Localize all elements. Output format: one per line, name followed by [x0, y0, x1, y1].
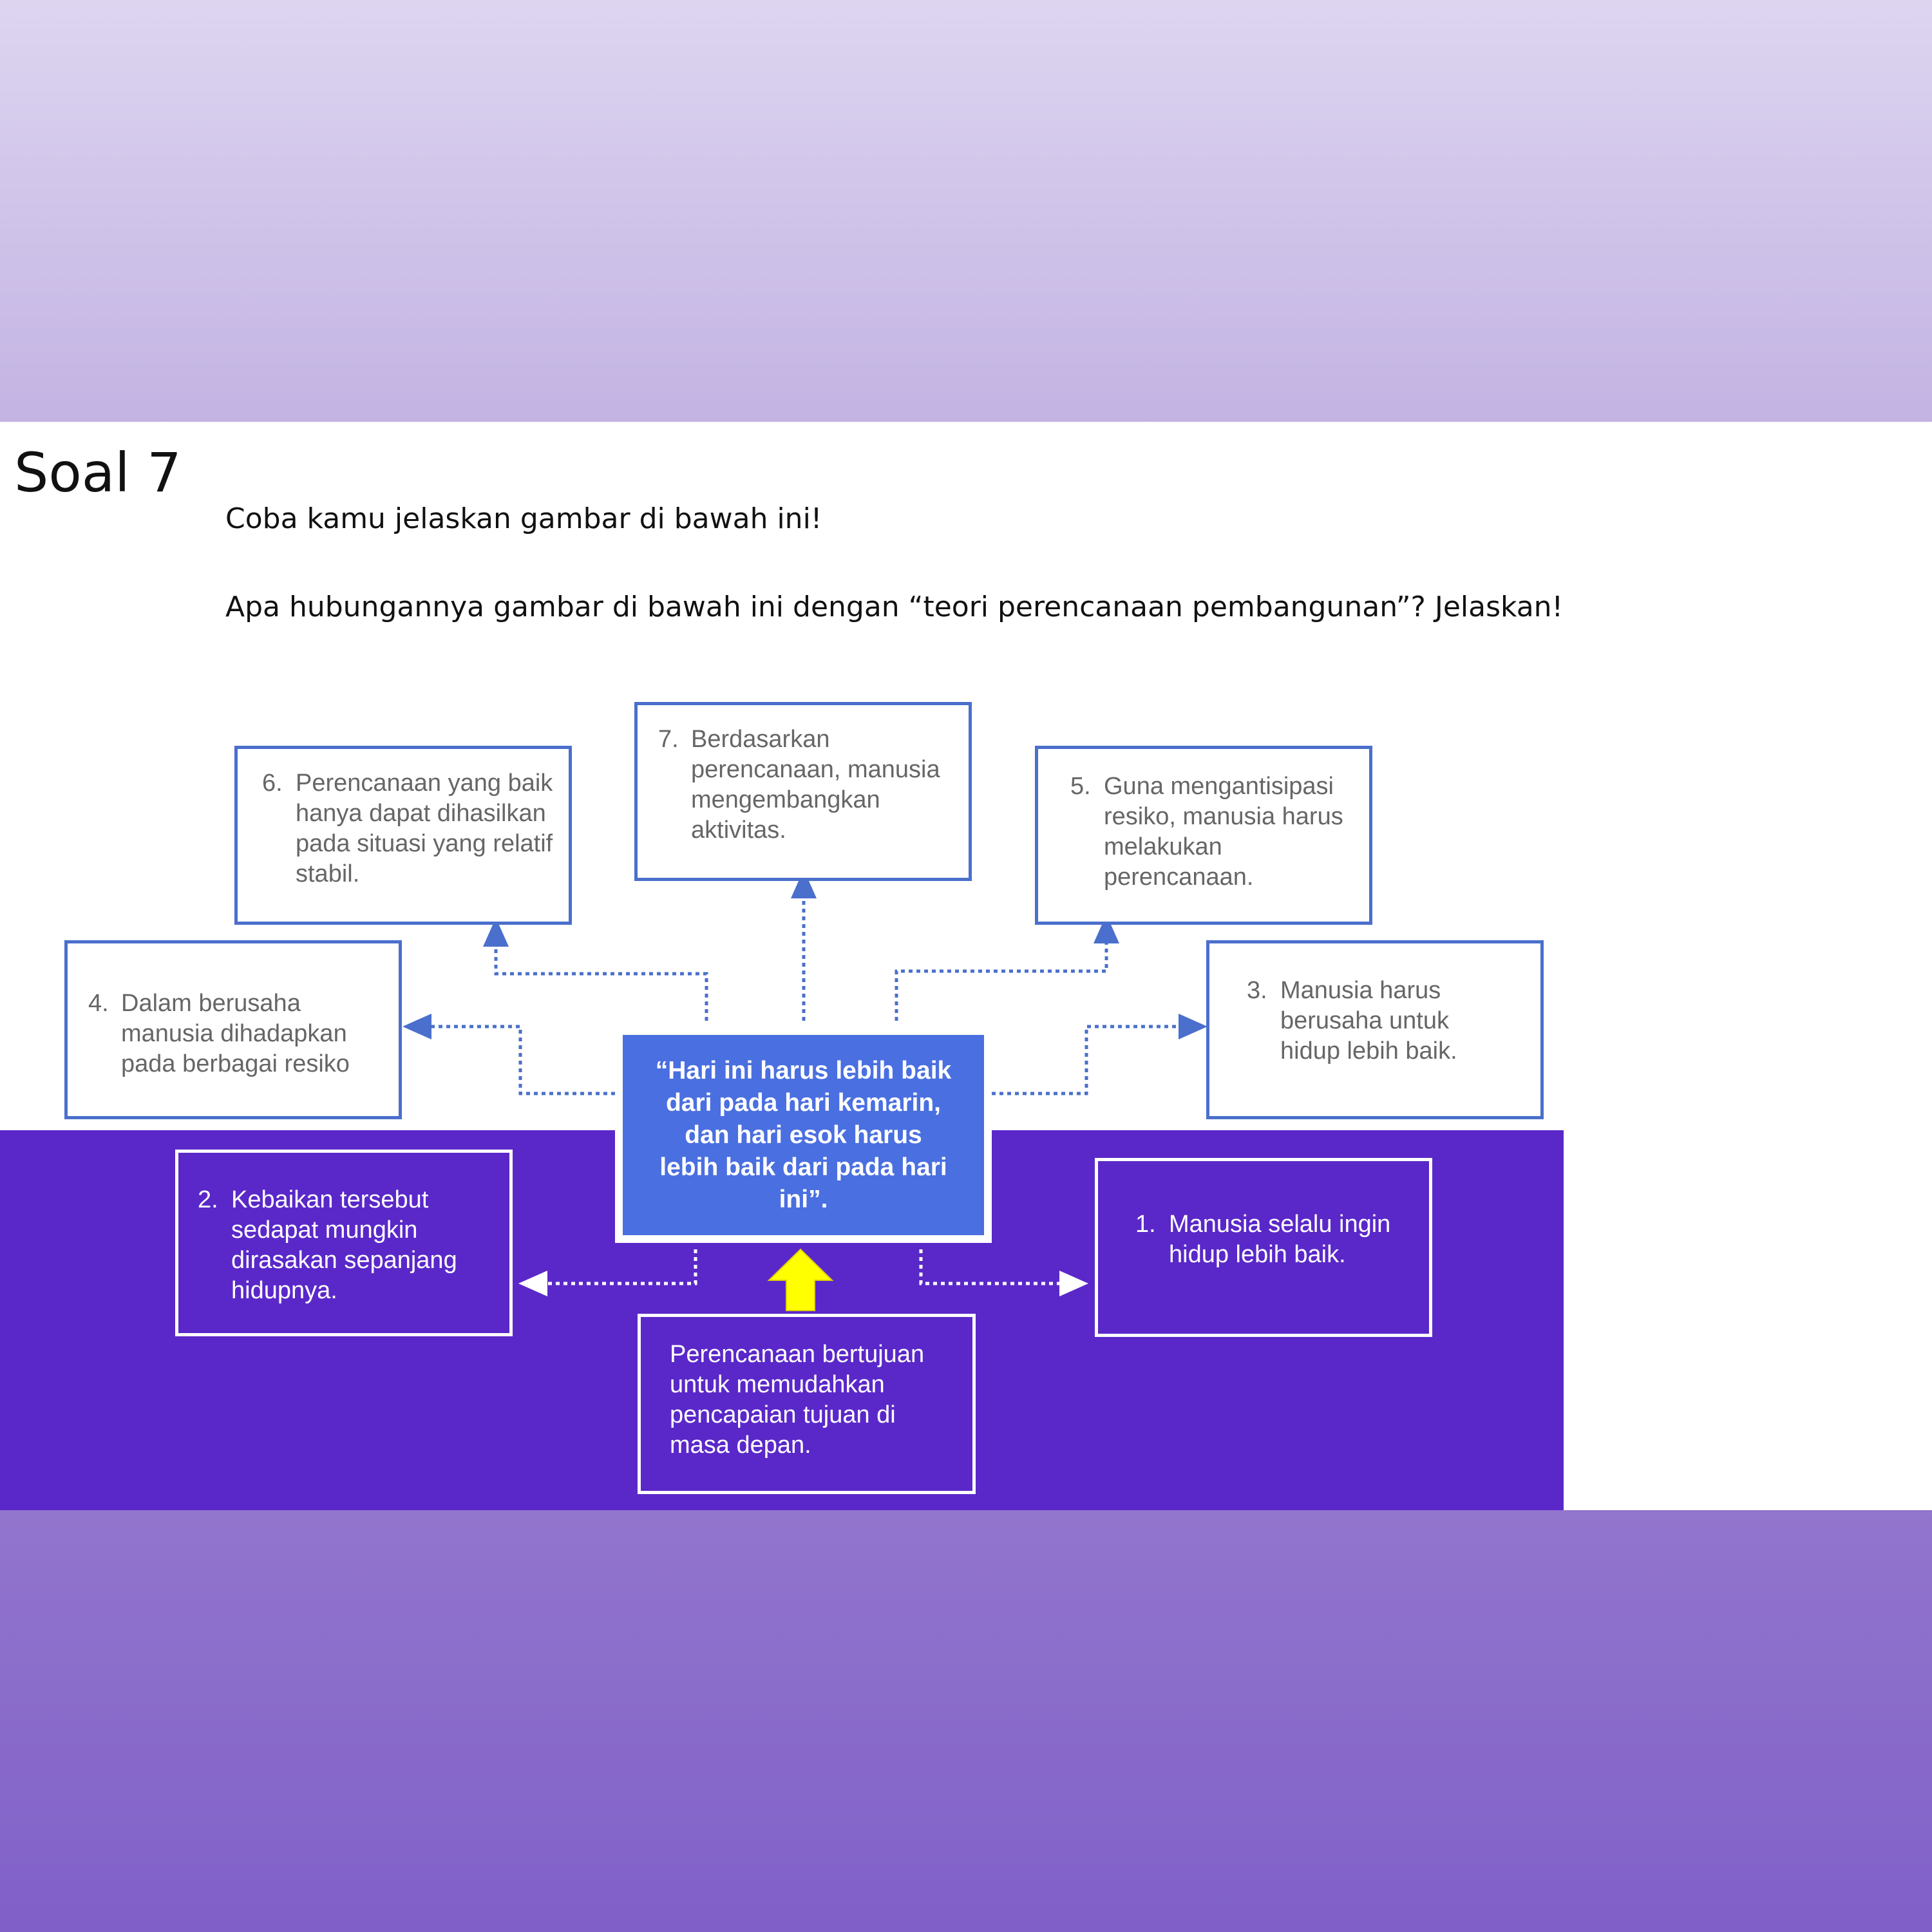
bottom-purpose-text: Perencanaan bertujuan untuk memudahkan p…	[670, 1341, 925, 1459]
box-6: 6. Perencanaan yang baik hanya dapat dih…	[234, 746, 572, 925]
connector-to-box-1	[919, 1249, 1088, 1296]
slide-title: Soal 7	[14, 441, 182, 504]
box-1: 1. Manusia selalu ingin hidup lebih baik…	[1095, 1158, 1432, 1337]
box-6-number: 6.	[262, 770, 283, 797]
box-1-number: 1.	[1135, 1211, 1156, 1238]
box-2: 2. Kebaikan tersebut sedapat mungkin dir…	[175, 1150, 513, 1336]
slide: Soal 7 Coba kamu jelaskan gambar di bawa…	[0, 422, 1932, 1510]
box-5: 5. Guna mengantisipasi resiko, manusia h…	[1035, 746, 1372, 925]
box-2-text: Kebaikan tersebut sedapat mungkin dirasa…	[231, 1186, 457, 1304]
box-4-text: Dalam berusaha manusia dihadapkan pada b…	[121, 990, 350, 1077]
yellow-up-arrow	[767, 1248, 834, 1311]
box-3: 3. Manusia harus berusaha untuk hidup le…	[1206, 940, 1544, 1119]
box-3-text: Manusia harus berusaha untuk hidup lebih…	[1280, 977, 1457, 1065]
connector-to-box-3	[992, 1014, 1208, 1095]
box-5-number: 5.	[1070, 773, 1091, 800]
box-3-number: 3.	[1247, 977, 1267, 1004]
box-1-text: Manusia selalu ingin hidup lebih baik.	[1169, 1211, 1391, 1268]
box-2-number: 2.	[198, 1186, 218, 1213]
question-1: Coba kamu jelaskan gambar di bawah ini!	[225, 502, 822, 535]
bottom-background-band	[0, 1510, 1932, 1932]
box-7-number: 7.	[658, 726, 679, 753]
box-4-number: 4.	[88, 990, 109, 1017]
box-5-text: Guna mengantisipasi resiko, manusia haru…	[1104, 773, 1343, 891]
center-statement-text: “Hari ini harus lebih baik dari pada har…	[655, 1056, 952, 1213]
top-background-band	[0, 0, 1932, 422]
box-7-text: Berdasarkan perencanaan, manusia mengemb…	[691, 726, 940, 844]
connector-to-box-4	[402, 1014, 615, 1095]
connector-to-box-6	[483, 918, 708, 1021]
center-statement-box: “Hari ini harus lebih baik dari pada har…	[615, 1027, 992, 1243]
box-6-text: Perencanaan yang baik hanya dapat dihasi…	[296, 770, 553, 887]
bottom-purpose-box: Perencanaan bertujuan untuk memudahkan p…	[638, 1314, 976, 1494]
question-2: Apa hubungannya gambar di bawah ini deng…	[225, 591, 1564, 623]
connector-to-box-2	[518, 1249, 697, 1296]
box-7: 7. Berdasarkan perencanaan, manusia meng…	[634, 702, 972, 881]
connector-to-box-5	[895, 914, 1119, 1021]
box-4: 4. Dalam berusaha manusia dihadapkan pad…	[64, 940, 402, 1119]
